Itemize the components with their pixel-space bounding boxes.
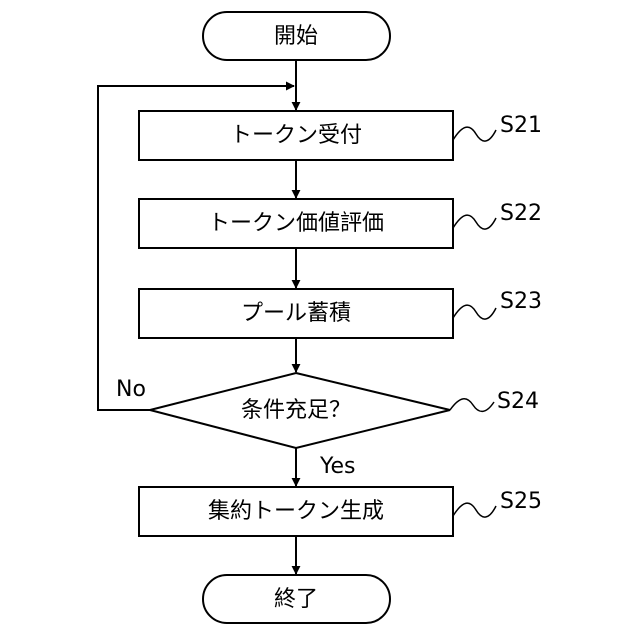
process-label-s23: プール蓄積 [241, 301, 351, 326]
step-id-s23: S23 [500, 289, 542, 314]
leader-s21 [453, 127, 496, 141]
leader-s24 [450, 399, 494, 412]
decision-label-s24: 条件充足？ [241, 398, 351, 423]
step-id-s25: S25 [500, 489, 542, 514]
start-label: 開始 [274, 24, 318, 49]
end-label: 終了 [274, 587, 318, 612]
process-label-s21: トークン受付 [230, 123, 362, 148]
process-label-s25: 集約トークン生成 [208, 499, 384, 524]
leader-s25 [453, 503, 496, 517]
step-id-s22: S22 [500, 201, 542, 226]
leader-s23 [453, 305, 496, 319]
edge-label-yes: Yes [319, 454, 356, 479]
process-label-s22: トークン価値評価 [208, 211, 384, 236]
leader-s22 [453, 215, 496, 229]
step-id-s24: S24 [497, 389, 539, 414]
edge-label-no: No [116, 377, 146, 402]
step-id-s21: S21 [500, 113, 542, 138]
